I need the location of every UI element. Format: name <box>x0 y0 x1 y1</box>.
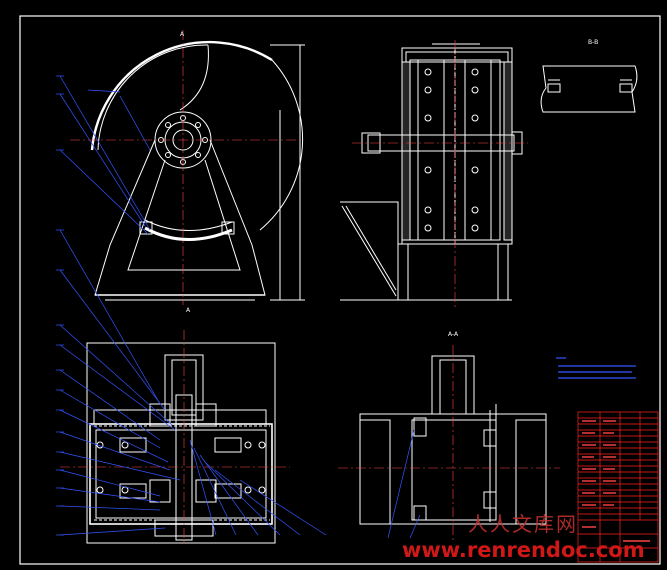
view-title-b-b: B-B <box>588 39 598 46</box>
title-block <box>577 411 659 563</box>
drawing-border <box>19 15 661 565</box>
leader-lines <box>59 75 421 539</box>
detail-b-b <box>540 65 638 113</box>
section-mark-top: A <box>180 31 185 38</box>
technical-notes <box>556 357 636 379</box>
section-mark-bottom: A <box>186 307 191 314</box>
watermark-url-text: www.renrendoc.com <box>402 538 645 562</box>
view-title-a-a: A-A <box>448 331 459 338</box>
watermark-cn-text: 人人文库网 <box>468 512 578 536</box>
title-block-text-strokes <box>582 420 650 542</box>
leader-number-ticks <box>56 75 64 536</box>
